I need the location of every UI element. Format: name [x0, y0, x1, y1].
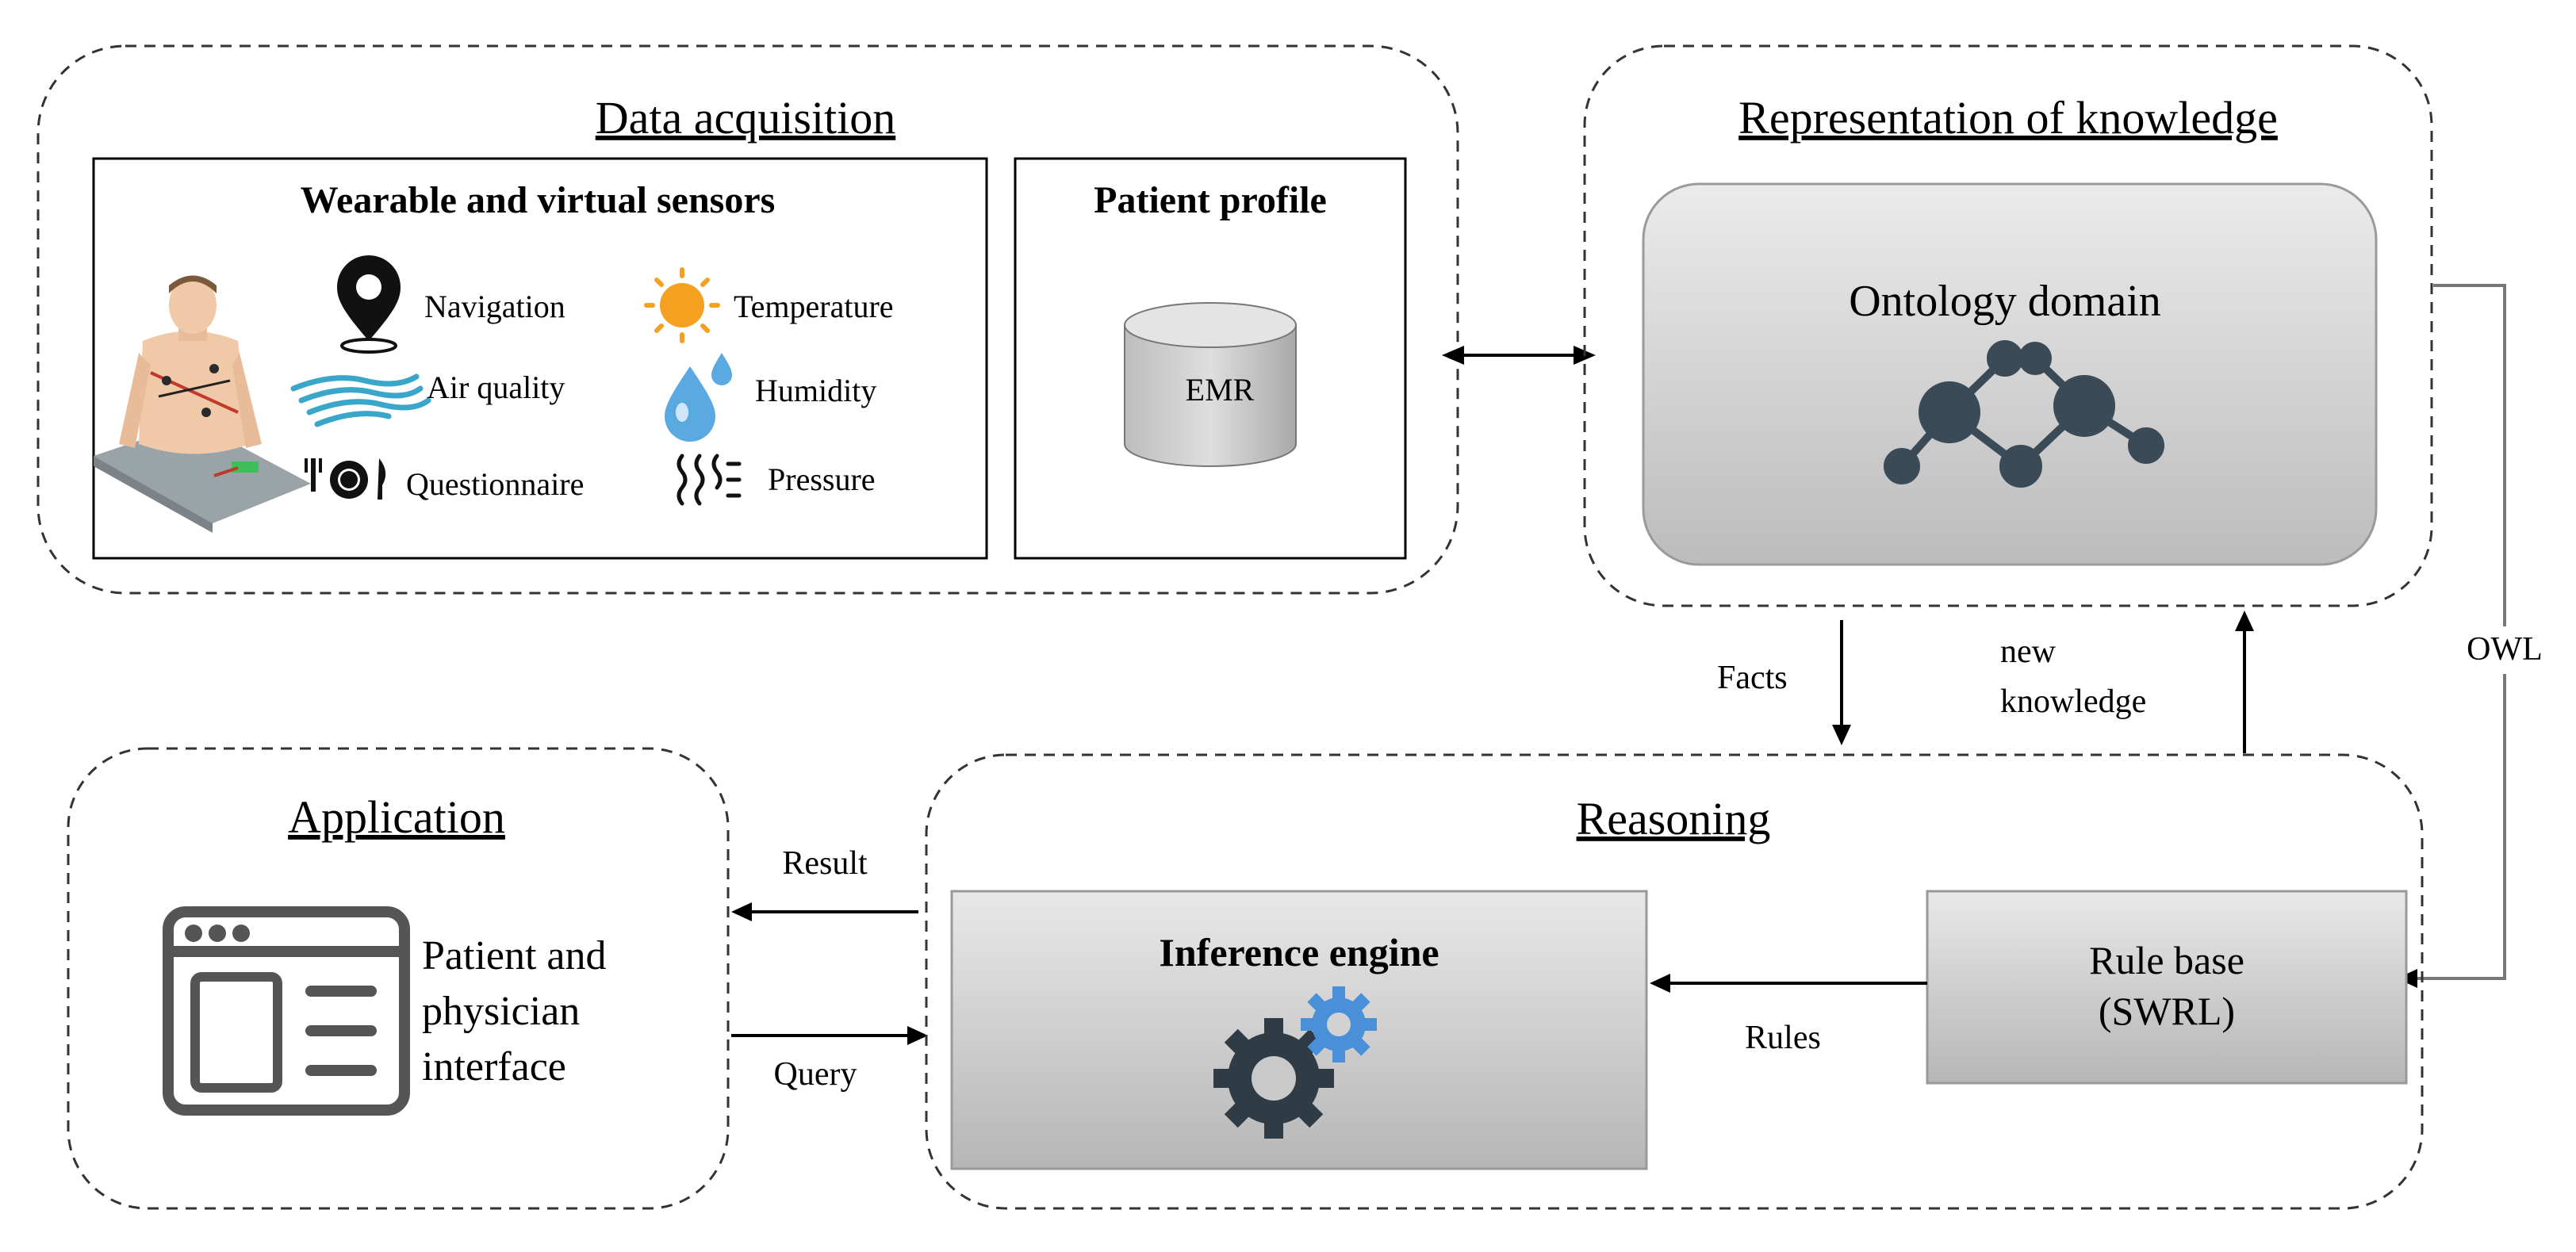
navigation-icon — [337, 255, 401, 354]
pressure-label: Pressure — [768, 461, 876, 497]
reasoning-group: Reasoning Inference engine — [925, 753, 2424, 1210]
interface-label-line2: physician — [422, 989, 580, 1034]
reasoning-title: Reasoning — [1577, 793, 1771, 844]
owl-label-bg — [2481, 626, 2528, 674]
emr-database-icon — [1124, 302, 1297, 467]
rule-base-line2: (SWRL) — [2099, 989, 2235, 1033]
dark-gear-icon — [1213, 1018, 1334, 1139]
rules-arrow — [1650, 974, 1927, 993]
questionnaire-cutlery-icon — [305, 458, 386, 500]
application-group: Application Patient and physician interf… — [67, 747, 730, 1210]
patient-figure-icon — [94, 275, 311, 533]
rule-base-line1: Rule base — [2089, 938, 2244, 982]
humidity-label: Humidity — [755, 373, 876, 408]
facts-arrow — [1832, 620, 1851, 745]
rules-label: Rules — [1745, 1020, 1821, 1056]
navigation-label: Navigation — [424, 289, 565, 324]
temperature-label: Temperature — [734, 289, 894, 324]
data-acquisition-frame — [36, 44, 1459, 595]
knowledge-group: Representation of knowledge Ontology dom… — [1583, 44, 2433, 607]
data-acquisition-title: Data acquisition — [596, 92, 896, 144]
result-arrow — [731, 902, 918, 921]
sensors-title: Wearable and virtual sensors — [301, 179, 776, 221]
rule-base-box — [1926, 890, 2408, 1085]
query-arrow — [731, 1026, 928, 1045]
ontology-title: Ontology domain — [1849, 277, 2161, 326]
gears-icon — [1213, 986, 1377, 1139]
temperature-sun-icon — [644, 267, 720, 343]
reasoning-frame — [925, 753, 2424, 1210]
new-knowledge-arrow — [2235, 611, 2254, 753]
blue-gear-icon — [1301, 986, 1377, 1062]
application-frame — [67, 747, 730, 1210]
owl-label: OWL — [2467, 631, 2543, 668]
new-knowledge-label-line2: knowledge — [2000, 683, 2146, 720]
browser-window-icon — [163, 906, 410, 1116]
inference-engine-box — [950, 890, 1648, 1170]
interface-label-line1: Patient and — [422, 933, 607, 978]
browser-dots-icon — [185, 925, 250, 942]
knowledge-frame — [1583, 44, 2433, 607]
interface-label-line3: interface — [422, 1044, 566, 1089]
questionnaire-label: Questionnaire — [406, 466, 584, 502]
application-title: Application — [288, 791, 505, 843]
air-quality-icon — [290, 373, 431, 427]
emr-label: EMR — [1186, 372, 1255, 408]
knowledge-title: Representation of knowledge — [1738, 92, 2278, 144]
data-acquisition-group: Data acquisition Wearable and virtual se… — [36, 44, 1459, 595]
acquisition-knowledge-arrow — [1442, 346, 1596, 365]
air-quality-label: Air quality — [427, 369, 565, 405]
patient-profile-title: Patient profile — [1094, 179, 1327, 221]
inference-engine-title: Inference engine — [1159, 930, 1439, 974]
result-label: Result — [782, 845, 868, 882]
query-label: Query — [774, 1056, 857, 1093]
pressure-icon — [677, 454, 742, 506]
humidity-drops-icon — [665, 353, 732, 442]
molecule-icon — [1884, 340, 2164, 488]
new-knowledge-label-line1: new — [2000, 634, 2057, 670]
facts-label: Facts — [1717, 660, 1788, 696]
